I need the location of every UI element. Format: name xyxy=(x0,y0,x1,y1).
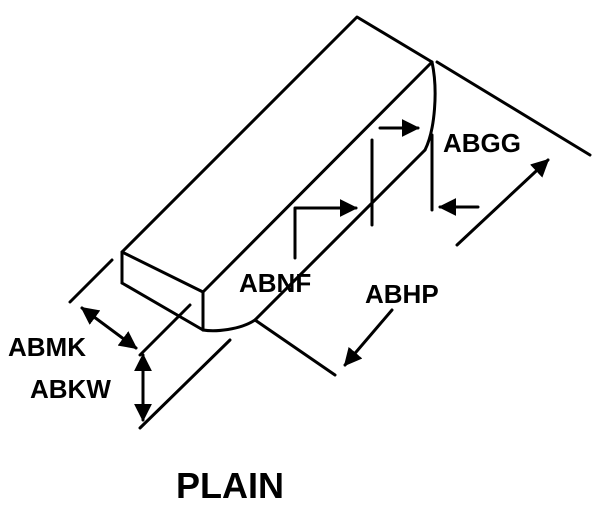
key-top-face xyxy=(120,15,434,294)
key-body xyxy=(120,15,437,333)
dim-abhp-upper-arrow xyxy=(455,158,550,247)
diagram-caption: PLAIN xyxy=(176,465,284,505)
label-abhp: ABHP xyxy=(365,279,439,309)
dim-abhp-lower-arrow xyxy=(343,308,394,367)
key-rounded-front xyxy=(201,318,257,333)
dim-abnf-leader xyxy=(293,199,358,260)
extension-lines xyxy=(68,60,592,430)
ext-line-abmk-lower xyxy=(138,303,192,357)
dim-abmk-arrow xyxy=(80,306,138,350)
ext-line-abmk-upper xyxy=(68,258,114,304)
key-long-bottom-edge xyxy=(253,148,427,322)
ext-line-abhp-lower xyxy=(253,318,337,377)
key-rounded-end xyxy=(423,60,437,152)
label-abgg: ABGG xyxy=(443,128,521,158)
key-bottom-edge xyxy=(120,281,205,332)
dimension-lines xyxy=(80,119,550,422)
label-abkw: ABKW xyxy=(30,374,111,404)
label-abmk: ABMK xyxy=(8,332,86,362)
ext-line-abkw-lower xyxy=(138,338,232,430)
label-abnf: ABNF xyxy=(239,268,311,298)
ext-line-abhp-upper xyxy=(435,60,592,157)
